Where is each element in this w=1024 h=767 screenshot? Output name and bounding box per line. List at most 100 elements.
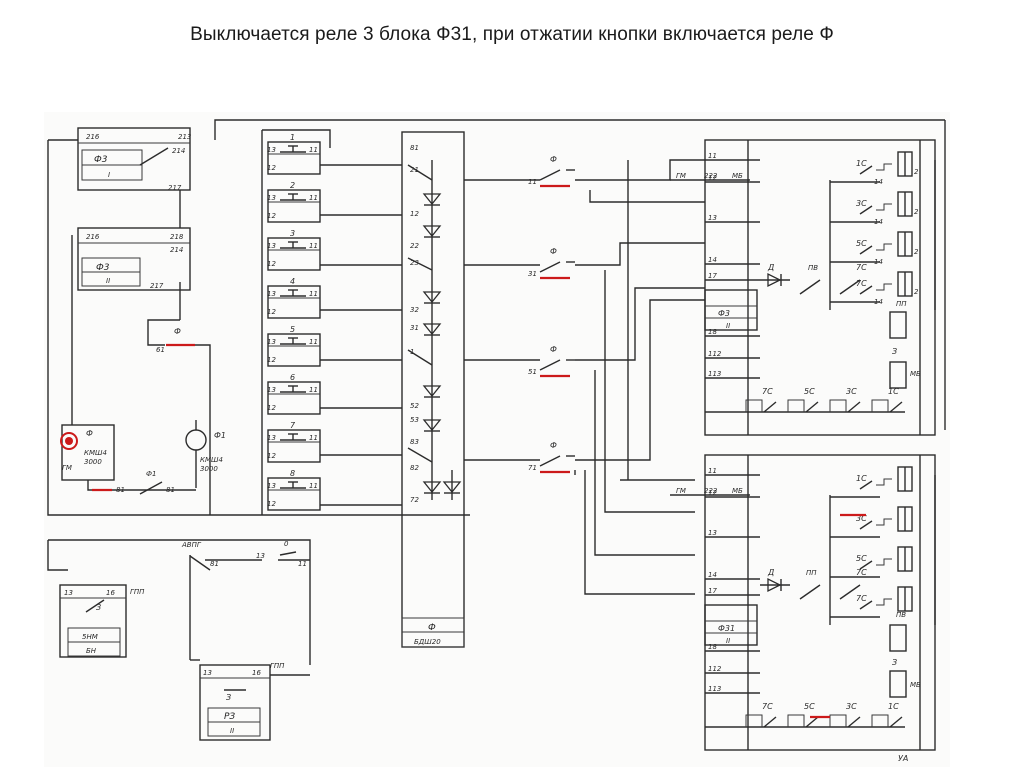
diode-block-pin-53: 53 bbox=[410, 416, 419, 424]
diode-block-model: БДШ20 bbox=[414, 638, 441, 646]
rbb-bottom-contact-3С: 3С bbox=[846, 702, 857, 711]
diode-symbol bbox=[422, 291, 442, 304]
button-1-pin-13: 13 bbox=[267, 146, 276, 154]
f-contact-11-name: Ф bbox=[550, 155, 557, 164]
relay-z-sub1: 5НМ bbox=[82, 633, 98, 641]
rbt-relay-1С-pin14: 14 bbox=[874, 178, 883, 186]
button-7-pin-11: 11 bbox=[309, 434, 318, 442]
button-7: 7 13 11 12 bbox=[267, 421, 321, 463]
rbb-relay-3С-name: 3С bbox=[856, 514, 867, 523]
rbb-pv-label: ПП bbox=[806, 569, 817, 577]
diode-block-pin-23: 23 bbox=[410, 259, 419, 267]
diodes bbox=[407, 164, 462, 494]
relay-z-pin-13: 13 bbox=[64, 589, 73, 597]
relay-f3-i-pin-216: 216 bbox=[86, 133, 100, 141]
button-1-pin-12: 12 bbox=[267, 164, 276, 172]
button-7-number: 7 bbox=[290, 421, 296, 430]
rbb-diode-label: Д bbox=[767, 568, 774, 577]
rbt-pin-17-4: 17 bbox=[708, 272, 717, 280]
f-contact-31-name: Ф bbox=[550, 247, 557, 256]
rbt-relay-5С-pin2: 2 bbox=[914, 248, 919, 256]
main-bus-lines bbox=[47, 119, 946, 516]
rbt-block-sub: II bbox=[726, 322, 730, 330]
rbt-bottom-contact-3С: 3С bbox=[846, 387, 857, 396]
button-5-pin-13: 13 bbox=[267, 338, 276, 346]
rbb-mb: МБ bbox=[732, 487, 743, 495]
diode-block-pin-12: 12 bbox=[410, 210, 419, 218]
relay-f3-i-pin-213: 213 bbox=[178, 133, 191, 141]
rbb-bottom-contact-5С: 5С bbox=[804, 702, 815, 711]
button-6-number: 6 bbox=[290, 373, 295, 382]
f-contact-51-pin: 51 bbox=[528, 368, 537, 376]
rbt-relay-7С-name: 7С bbox=[856, 279, 867, 288]
button-2-number: 2 bbox=[290, 181, 295, 190]
rbb-relay-3С: 3С bbox=[830, 506, 913, 538]
relay-f3-ii-pin-218: 218 bbox=[170, 233, 184, 241]
button-0-label: 0 bbox=[284, 540, 289, 548]
rbt-gm: ГМ bbox=[676, 172, 686, 180]
rbb-relay-1С: 1С bbox=[830, 466, 913, 498]
rbb-pin-13-2: 13 bbox=[708, 529, 717, 537]
relay-f3-ii-name: Ф3 bbox=[96, 263, 110, 273]
diode-block-pin-72: 72 bbox=[410, 496, 419, 504]
diode-block-pin-22: 22 bbox=[410, 242, 419, 250]
diode-block-pin-1: 1 bbox=[410, 348, 414, 356]
diode-block-pin-81: 81 bbox=[410, 144, 419, 152]
rbb-gm: ГМ bbox=[676, 487, 686, 495]
diode-block-pin-32: 32 bbox=[410, 306, 419, 314]
diode-block-pin-52: 52 bbox=[410, 402, 419, 410]
rbb-block-sub: II bbox=[726, 637, 730, 645]
button-8-pin-13: 13 bbox=[267, 482, 276, 490]
button-7-pin-13: 13 bbox=[267, 434, 276, 442]
f-contact-71-pin: 71 bbox=[528, 464, 537, 472]
rbb-pin-12-1: 12 bbox=[708, 489, 717, 497]
rbb-pp-label: ПВ bbox=[896, 611, 906, 619]
middle-wires bbox=[574, 159, 705, 595]
rbb-pin-18-5: 18 bbox=[708, 643, 717, 651]
button-3-pin-12: 12 bbox=[267, 260, 276, 268]
rbb-7c-contact: 7С bbox=[856, 568, 867, 577]
rbb-pin-11-0: 11 bbox=[708, 467, 717, 475]
relay-f3-ii-pin-216: 216 bbox=[86, 233, 100, 241]
rbb-relay-5С-name: 5С bbox=[856, 554, 867, 563]
rbb-bottom-contact-7С: 7С bbox=[762, 702, 773, 711]
button-8-pin-12: 12 bbox=[267, 500, 276, 508]
rbb-222: 222 bbox=[704, 487, 718, 495]
rbb-pin-113-7: 113 bbox=[708, 685, 721, 693]
contact-slant bbox=[407, 164, 433, 181]
button-3-pin-11: 11 bbox=[309, 242, 318, 250]
button-5-pin-11: 11 bbox=[309, 338, 318, 346]
button-7-pin-12: 12 bbox=[267, 452, 276, 460]
diode-symbol bbox=[422, 385, 442, 398]
button-0-pin-11: 11 bbox=[298, 560, 307, 568]
rbb-block-name: Ф31 bbox=[718, 624, 735, 633]
rbb-pin-14-3: 14 bbox=[708, 571, 717, 579]
scan-sheet bbox=[44, 112, 950, 767]
diode-block-pin-82: 82 bbox=[410, 464, 419, 472]
relay-f3-ii: 216 218 214 217 Ф3 II bbox=[77, 227, 191, 291]
f-contact-51: Ф51 bbox=[528, 345, 575, 378]
rbb-mb2: МБ bbox=[910, 681, 921, 689]
relay-f3-i-name: Ф3 bbox=[94, 155, 108, 165]
contact-slant bbox=[407, 447, 433, 463]
rbt-7c-contact: 7С bbox=[856, 263, 867, 272]
rbt-bottom-contact-5С: 5С bbox=[804, 387, 815, 396]
rbt-mb2: МБ bbox=[910, 370, 921, 378]
f-contact-71: Ф71 bbox=[528, 441, 575, 474]
rbb-pin-17-4: 17 bbox=[708, 587, 717, 595]
rbb-relay-7С: 7С bbox=[830, 586, 913, 618]
button-6-pin-13: 13 bbox=[267, 386, 276, 394]
avpg-pin-81: 81 bbox=[210, 560, 219, 568]
bottom-left-section: АВПГ 81 0 13 11 13 16 З ГПП 5НМ БН 13 16… bbox=[47, 539, 311, 741]
relay-rz-z: З bbox=[226, 693, 231, 702]
diode-symbol bbox=[422, 193, 442, 206]
